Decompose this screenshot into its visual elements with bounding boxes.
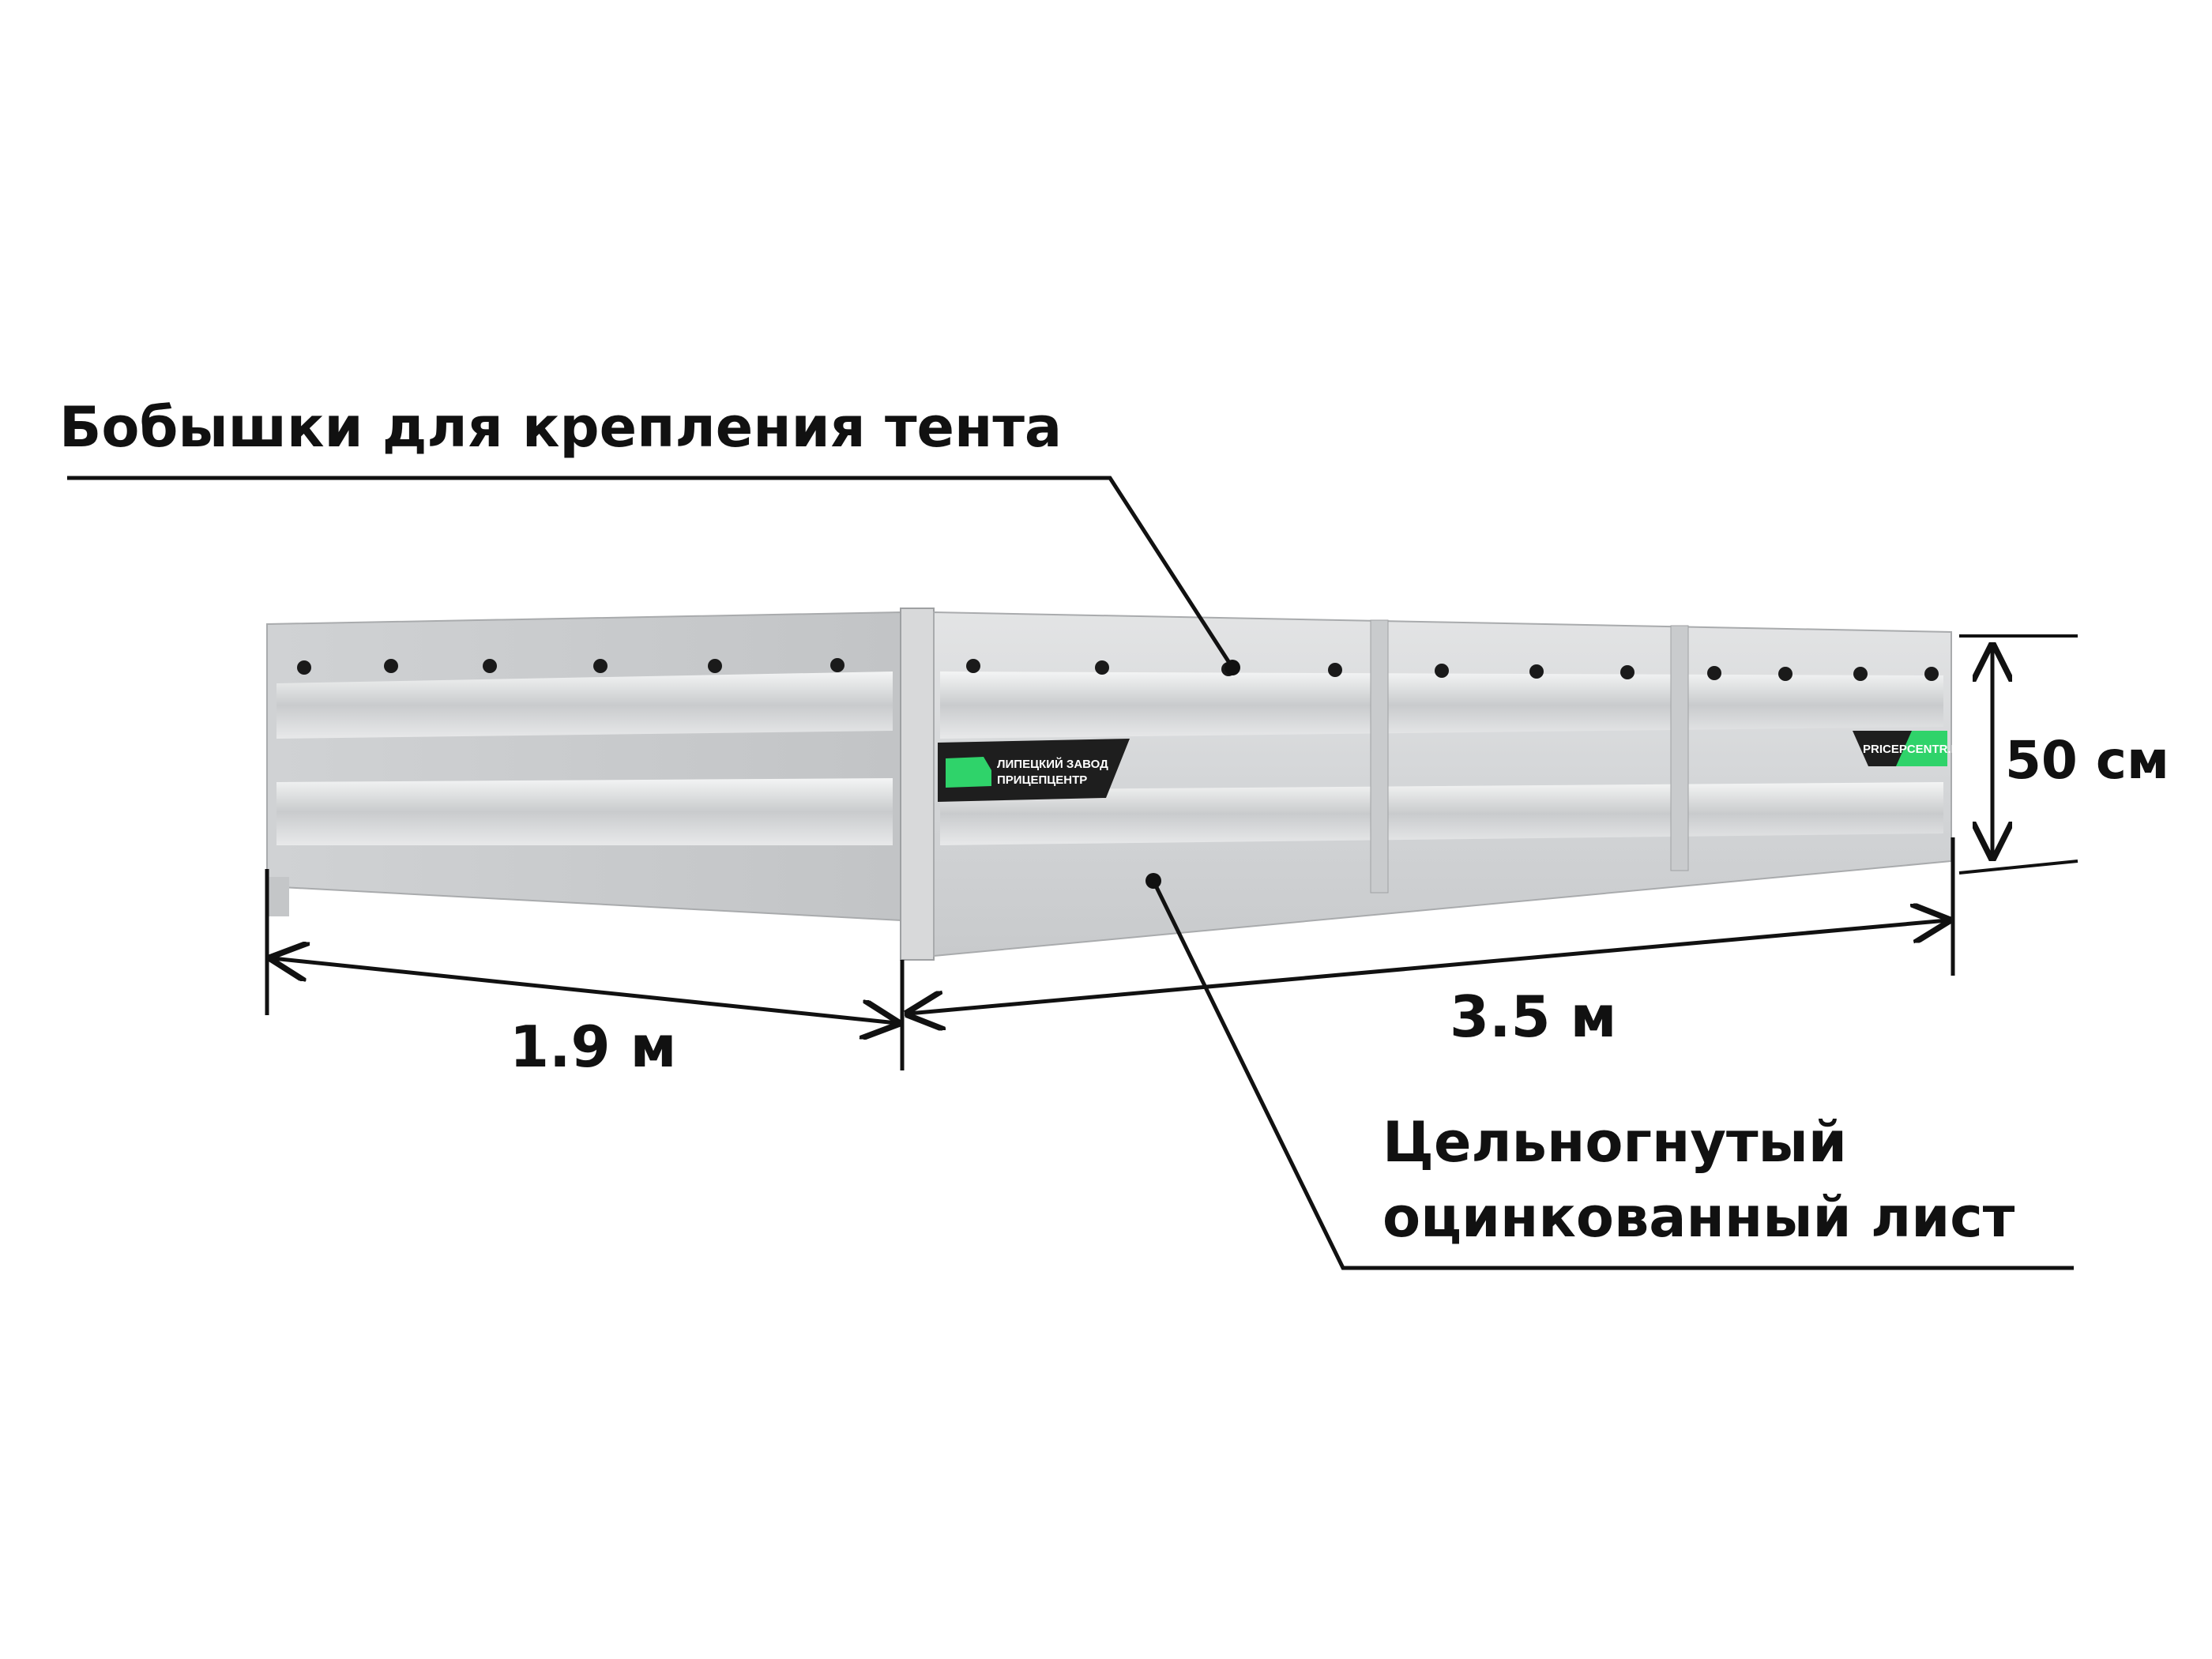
length-dimension: 3.5 м <box>908 837 1955 1050</box>
boss <box>1620 665 1635 679</box>
corner-post <box>900 608 935 961</box>
boss <box>483 659 497 673</box>
bosses-callout: Бобышки для крепления тента <box>59 395 1240 675</box>
sheet-callout-line2: оцинкованный лист <box>1382 1185 2015 1250</box>
boss <box>1435 664 1449 678</box>
width-dimension: 1.9 м <box>265 869 905 1080</box>
boss <box>297 660 311 675</box>
boss <box>966 659 980 673</box>
long-side-panel <box>933 611 1952 957</box>
section-divider-2 <box>1670 625 1689 871</box>
front-rib-upper <box>276 672 893 739</box>
front-rib-lower <box>276 778 893 845</box>
boss <box>1778 667 1793 681</box>
tent-bosses <box>297 658 1939 681</box>
factory-logo: ЛИПЕЦКИЙ ЗАВОД ПРИЦЕПЦЕНТР <box>938 739 1130 802</box>
site-logo-text: PRICEPCENTR.RU <box>1863 743 1968 756</box>
boss <box>1924 667 1939 681</box>
boss <box>708 659 722 673</box>
boss <box>1529 664 1544 679</box>
length-dimension-label: 3.5 м <box>1450 984 1616 1050</box>
factory-logo-line1: ЛИПЕЦКИЙ ЗАВОД <box>997 757 1108 771</box>
boss <box>593 659 608 673</box>
truck-icon <box>946 757 991 788</box>
boss <box>1853 667 1868 681</box>
height-dimension: 50 см <box>1958 634 2169 875</box>
boss <box>830 658 845 672</box>
boss <box>1328 663 1342 677</box>
boss <box>1707 666 1721 680</box>
sheet-callout: Цельногнутый оцинкованный лист <box>1146 873 2074 1270</box>
width-dimension-label: 1.9 м <box>510 1014 676 1080</box>
factory-logo-line2: ПРИЦЕПЦЕНТР <box>997 773 1087 787</box>
site-logo: PRICEPCENTR.RU <box>1853 731 1968 766</box>
bosses-callout-label: Бобышки для крепления тента <box>59 395 1062 460</box>
boss <box>1095 660 1109 675</box>
section-divider-1 <box>1370 619 1389 893</box>
boss <box>384 659 398 673</box>
height-dimension-label: 50 см <box>2005 730 2169 791</box>
long-rib-upper <box>940 672 1943 739</box>
long-rib-lower <box>940 782 1943 845</box>
front-side-panel <box>266 611 901 922</box>
sheet-callout-line1: Цельногнутый <box>1382 1110 1847 1175</box>
